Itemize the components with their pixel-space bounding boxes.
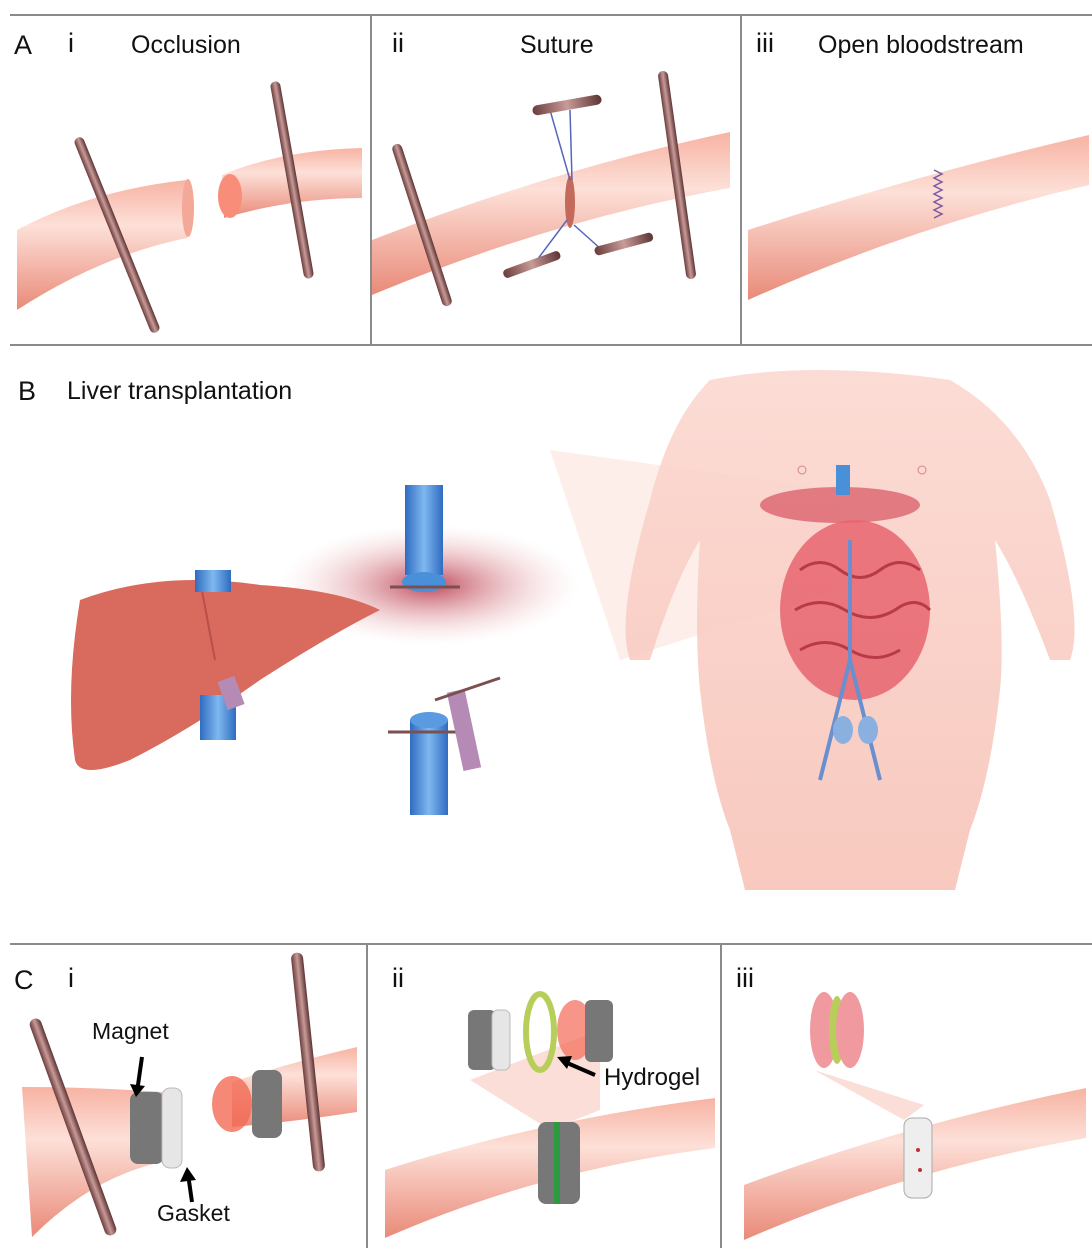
- gasket-ring-left: [162, 1088, 182, 1168]
- portal-vein-lower: [410, 720, 448, 815]
- magnet-gasket-illustration: [12, 952, 362, 1242]
- gasket-ring: [904, 1118, 932, 1198]
- vessel-healed: [748, 135, 1089, 300]
- hydrogel-illustration: [370, 970, 720, 1250]
- tissue-right: [836, 992, 864, 1068]
- divider-b-c: [10, 943, 1092, 945]
- top-border: [10, 14, 1092, 16]
- inset-zoom-cone: [814, 1070, 924, 1120]
- occlusion-illustration: [12, 80, 372, 340]
- suture-thread-top-2: [570, 110, 572, 180]
- panel-a-iii-number: iii: [756, 28, 774, 59]
- suture-thread-bottom-2: [574, 225, 602, 250]
- divider-a-b: [10, 344, 1092, 346]
- suture-illustration: [372, 70, 732, 330]
- magnet-label: Magnet: [92, 1018, 169, 1045]
- healed-vessel-illustration: [724, 970, 1089, 1250]
- vessel-right-opening: [218, 174, 242, 218]
- panel-a-letter: A: [14, 30, 32, 61]
- panel-a-ii-title: Suture: [520, 31, 594, 60]
- panel-a-iii-title: Open bloodstream: [818, 31, 1024, 60]
- magnet-ring-left: [130, 1092, 164, 1164]
- needle-holder-bottom-right: [594, 232, 654, 256]
- panel-a-i-number: i: [68, 28, 74, 59]
- suture-thread-top: [550, 110, 570, 180]
- vessel-opening-right: [212, 1076, 252, 1132]
- magnet-ring-right: [252, 1070, 282, 1138]
- divider-c-ii-iii: [720, 943, 722, 1248]
- liver-vena-cava-top: [195, 570, 231, 592]
- needle-holder-top: [532, 94, 603, 116]
- panel-a-i-title: Occlusion: [131, 31, 241, 60]
- needle-holder-bottom-left: [502, 250, 561, 279]
- vessel-right-segment: [232, 1047, 357, 1127]
- hydrogel-label: Hydrogel: [604, 1064, 700, 1092]
- liver-transplant-illustration: [10, 360, 1092, 900]
- divider-a-ii-iii: [740, 14, 742, 345]
- gasket-label: Gasket: [157, 1200, 230, 1227]
- divider-c-i-ii: [366, 943, 368, 1248]
- liver: [71, 580, 380, 770]
- vessel-left-opening: [182, 179, 194, 237]
- panel-a-ii-number: ii: [392, 28, 404, 59]
- vena-cava-upper: [405, 485, 443, 575]
- hepatic-artery-lower: [447, 689, 481, 771]
- open-bloodstream-illustration: [746, 120, 1091, 320]
